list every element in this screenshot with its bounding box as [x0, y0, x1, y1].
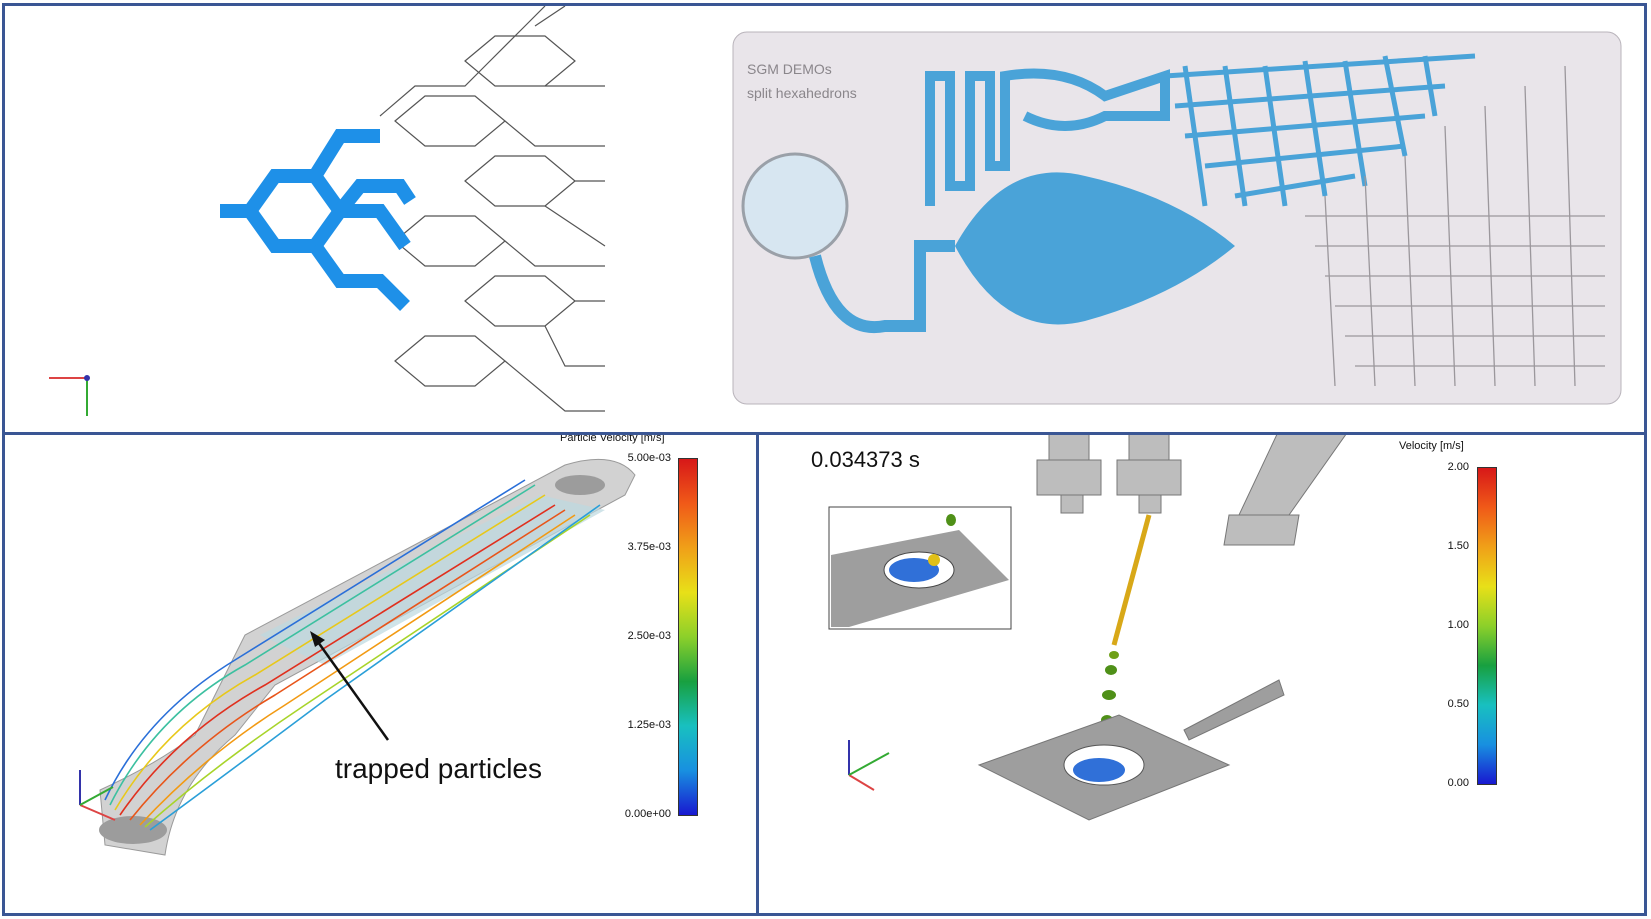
annotation-arrow — [316, 641, 390, 741]
particle-tracks — [104, 479, 601, 831]
fluid-pool — [1073, 758, 1125, 782]
colorbar-title: Particle Velocity [m/s] — [560, 432, 665, 444]
colorbar-tick: 1.25e-03 — [627, 719, 671, 731]
colorbar-tick: 3.75e-03 — [627, 541, 671, 553]
colorbar-tick: 2.00 — [1447, 461, 1469, 473]
spatula — [1183, 679, 1285, 741]
axis-triad-icon — [79, 770, 116, 821]
colorbar-tick: 0.00 — [1447, 777, 1469, 789]
inlet-port — [99, 816, 167, 844]
trapped-particles-label: trapped particles — [335, 753, 543, 784]
colorbar-tick: 5.00e-03 — [627, 452, 671, 464]
colorbar-tick: 0.00e+00 — [624, 808, 671, 820]
bottom-left-panel: trapped particles Particle Velocity [m/s… — [2, 432, 759, 916]
axis-triad-icon — [848, 740, 890, 791]
particle-simulation-graphics — [79, 458, 636, 856]
nozzles — [1036, 435, 1347, 546]
colorbar-title: Velocity [m/s] — [1399, 440, 1464, 452]
chip-label-line1: SGM DEMOs — [747, 61, 832, 77]
droplets — [1101, 651, 1119, 725]
channel-network-outline — [379, 6, 606, 412]
colorbar-tick: 1.00 — [1447, 619, 1469, 631]
chip-photo: SGM DEMOs split hexahedrons — [732, 31, 1622, 405]
colorbar-tick: 2.50e-03 — [627, 630, 671, 642]
outlet-port — [555, 475, 605, 495]
arrow-head — [310, 631, 325, 647]
chip-label-line2: split hexahedrons — [747, 85, 857, 101]
trap-region — [260, 495, 605, 665]
droplet-simulation-graphics — [828, 435, 1347, 821]
axis-triad-icon — [49, 375, 90, 416]
particle-velocity-colorbar — [678, 458, 698, 816]
velocity-colorbar — [1477, 467, 1497, 785]
jet-stream — [1111, 514, 1152, 646]
inset-droplet — [928, 554, 940, 566]
colorbar-tick: 1.50 — [1447, 540, 1469, 552]
inset-droplet — [946, 514, 956, 526]
bottom-right-panel: 0.034373 s Velocity [m/s] 2.00 1.50 1.00… — [756, 432, 1647, 916]
colorbar-tick: 0.50 — [1447, 698, 1469, 710]
simulation-timestamp: 0.034373 s — [811, 447, 920, 472]
top-panel-graphics: SGM DEMOs split hexahedrons — [49, 6, 1622, 416]
channel-network-fluid — [220, 129, 416, 311]
top-panel: SGM DEMOs split hexahedrons — [2, 3, 1647, 435]
inset-fluid — [889, 558, 939, 582]
